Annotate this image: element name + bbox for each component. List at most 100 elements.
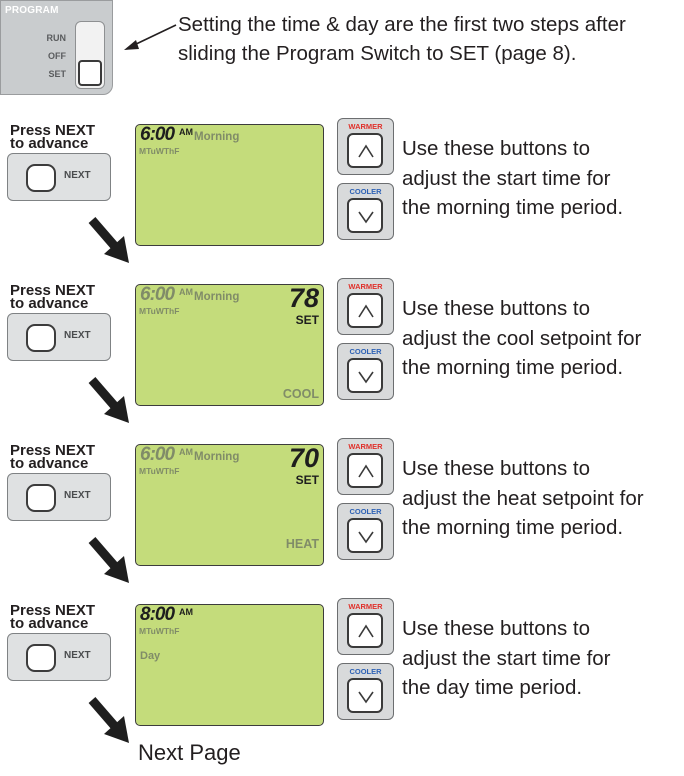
switch-option-off: OFF — [48, 51, 66, 61]
step-description: Use these buttons to adjust the cool set… — [402, 294, 641, 383]
step-1: Press NEXT to advance NEXT 6:00 AM Morni… — [0, 118, 684, 278]
chevron-down-icon — [358, 531, 374, 544]
next-button-key — [26, 164, 56, 192]
cooler-key — [347, 678, 383, 713]
lcd-ampm: AM — [179, 287, 193, 297]
desc-line-2: adjust the cool setpoint for — [402, 326, 642, 350]
next-button[interactable]: NEXT — [7, 313, 111, 361]
warmer-key — [347, 453, 383, 488]
program-switch-knob — [78, 60, 102, 86]
warmer-button[interactable]: WARMER — [337, 278, 394, 335]
lcd-period: Morning — [194, 451, 240, 463]
lcd-period: Morning — [194, 131, 240, 143]
press-next-label: Press NEXT to advance — [10, 282, 96, 312]
step-description: Use these buttons to adjust the start ti… — [402, 614, 611, 703]
next-button[interactable]: NEXT — [7, 633, 111, 681]
press-next-label: Press NEXT to advance — [10, 122, 96, 152]
lcd-set-label: SET — [295, 473, 319, 487]
next-button[interactable]: NEXT — [7, 153, 111, 201]
next-button-key — [26, 484, 56, 512]
desc-line-1: Use these buttons to — [402, 137, 591, 160]
warmer-key — [347, 613, 383, 648]
step-2: Press NEXT to advance NEXT 6:00 AM Morni… — [0, 278, 684, 438]
switch-option-run: RUN — [46, 33, 67, 43]
cooler-key — [347, 518, 383, 553]
warmer-label: WARMER — [348, 122, 383, 131]
lcd-period: Day — [140, 650, 161, 662]
pointer-arrow-icon — [124, 24, 177, 50]
chevron-up-icon — [358, 144, 374, 158]
step-3: Press NEXT to advance NEXT 6:00 AM Morni… — [0, 438, 684, 598]
down-arrow-icon — [88, 217, 129, 263]
desc-line-1: Use these buttons to — [402, 617, 591, 640]
cooler-button[interactable]: COOLER — [337, 663, 394, 720]
desc-line-3: the morning time period. — [402, 516, 624, 539]
desc-line-2: adjust the start time for — [402, 166, 611, 190]
press-next-line: Press NEXT — [10, 442, 96, 459]
desc-line-3: the morning time period. — [402, 356, 624, 379]
chevron-up-icon — [358, 464, 374, 478]
desc-line-2: adjust the start time for — [402, 646, 611, 670]
warmer-key — [347, 133, 383, 168]
lcd-mode: COOL — [282, 387, 319, 401]
lcd-display: 6:00 AM Morning MTuWThF — [135, 124, 324, 246]
lcd-ampm: AM — [179, 607, 193, 617]
desc-line-3: the morning time period. — [402, 196, 624, 219]
lcd-time: 8:00 — [140, 604, 175, 625]
warmer-label: WARMER — [348, 602, 383, 611]
down-arrow-icon — [88, 537, 129, 583]
switch-option-set: SET — [48, 69, 66, 79]
to-advance-line: to advance — [10, 135, 89, 152]
chevron-down-icon — [358, 371, 374, 384]
lcd-time: 6:00 — [140, 124, 175, 145]
next-button[interactable]: NEXT — [7, 473, 111, 521]
to-advance-line: to advance — [10, 295, 89, 312]
intro-line-1: Setting the time & day are the first two… — [178, 13, 626, 36]
desc-line-1: Use these buttons to — [402, 297, 591, 320]
desc-line-1: Use these buttons to — [402, 457, 591, 480]
next-button-label: NEXT — [64, 650, 91, 661]
warmer-button[interactable]: WARMER — [337, 598, 394, 655]
press-next-line: Press NEXT — [10, 282, 96, 299]
lcd-ampm: AM — [179, 127, 193, 137]
step-description: Use these buttons to adjust the start ti… — [402, 134, 623, 223]
lcd-time: 6:00 — [140, 444, 175, 465]
step-4: Press NEXT to advance NEXT 8:00 AM MTuWT… — [0, 598, 684, 776]
intro-text: Setting the time & day are the first two… — [178, 10, 626, 68]
lcd-ampm: AM — [179, 447, 193, 457]
lcd-days: MTuWThF — [139, 146, 180, 156]
lcd-time: 6:00 — [140, 284, 175, 305]
program-switch-title: PROGRAM — [5, 5, 59, 16]
lcd-set-label: SET — [295, 313, 319, 327]
press-next-line: Press NEXT — [10, 122, 96, 139]
chevron-up-icon — [358, 624, 374, 638]
warmer-button[interactable]: WARMER — [337, 118, 394, 175]
lcd-days: MTuWThF — [139, 306, 180, 316]
desc-line-3: the day time period. — [402, 676, 583, 699]
chevron-up-icon — [358, 304, 374, 318]
press-next-line: Press NEXT — [10, 602, 96, 619]
program-switch-slider[interactable] — [75, 21, 105, 89]
warmer-label: WARMER — [348, 282, 383, 291]
chevron-down-icon — [358, 211, 374, 224]
next-page-link[interactable]: Next Page — [138, 740, 241, 765]
cooler-button[interactable]: COOLER — [337, 343, 394, 400]
next-button-key — [26, 644, 56, 672]
down-arrow-icon — [88, 697, 129, 743]
warmer-button[interactable]: WARMER — [337, 438, 394, 495]
desc-line-2: adjust the heat setpoint for — [402, 486, 644, 510]
cooler-label: COOLER — [349, 347, 382, 356]
next-button-label: NEXT — [64, 330, 91, 341]
cooler-key — [347, 198, 383, 233]
step-description: Use these buttons to adjust the heat set… — [402, 454, 644, 543]
chevron-down-icon — [358, 691, 374, 704]
to-advance-line: to advance — [10, 455, 89, 472]
cooler-button[interactable]: COOLER — [337, 503, 394, 560]
next-button-label: NEXT — [64, 490, 91, 501]
cooler-label: COOLER — [349, 667, 382, 676]
press-next-label: Press NEXT to advance — [10, 602, 96, 631]
cooler-button[interactable]: COOLER — [337, 183, 394, 240]
intro-line-2: sliding the Program Switch to SET (page … — [178, 42, 577, 65]
cooler-label: COOLER — [349, 507, 382, 516]
program-switch-illustration: PROGRAM RUN OFF SET — [0, 0, 113, 95]
